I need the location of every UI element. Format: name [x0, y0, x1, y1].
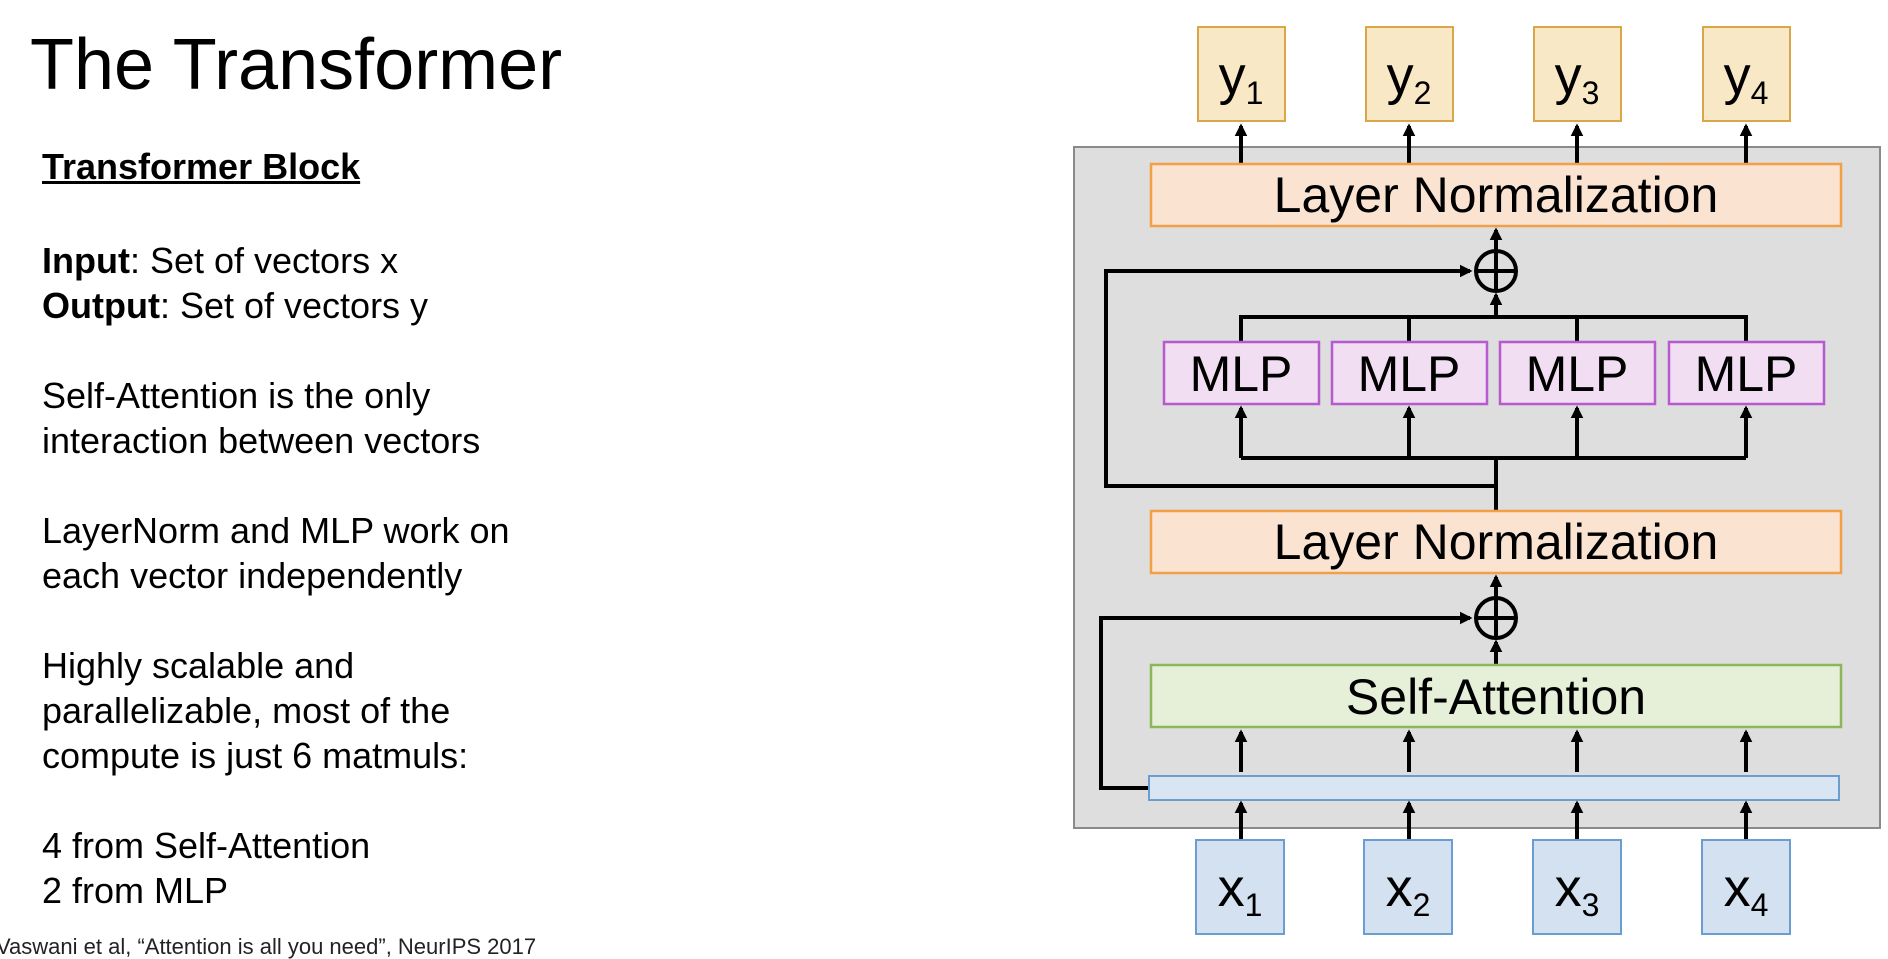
- input-x1-sub: 1: [1245, 887, 1263, 923]
- output-y2-base: y: [1387, 46, 1414, 106]
- para-scalable-line-3: compute is just 6 matmuls:: [42, 735, 469, 776]
- input-x4-box: x4: [1701, 839, 1791, 935]
- para-matmuls-line-1: 4 from Self-Attention: [42, 825, 371, 866]
- input-line: Input: Set of vectors x: [42, 238, 398, 283]
- input-x1-box: x1: [1195, 839, 1285, 935]
- mlp-box-3: [1498, 340, 1657, 406]
- output-y1-box: y1: [1197, 26, 1286, 122]
- input-x3-box: x3: [1532, 839, 1622, 935]
- self-attention-label: Self-Attention: [1346, 669, 1646, 725]
- output-y3-box: y3: [1533, 26, 1622, 122]
- input-x4-base: x: [1724, 858, 1751, 918]
- svg-text:x3: x3: [1555, 858, 1600, 923]
- output-y3-base: y: [1555, 46, 1582, 106]
- mlp-output-bus: [1239, 315, 1748, 342]
- svg-text:x4: x4: [1724, 858, 1769, 923]
- output-y2-box: y2: [1365, 26, 1454, 122]
- page-title: The Transformer: [30, 25, 563, 105]
- para-self-attention-line-1: Self-Attention is the only: [42, 375, 431, 416]
- output-y1-base: y: [1219, 46, 1246, 106]
- para-matmuls-line-2: 2 from MLP: [42, 870, 229, 911]
- layer-norm-bottom-box: [1149, 509, 1843, 575]
- output-y4-box: y4: [1702, 26, 1791, 122]
- input-text: : Set of vectors x: [129, 240, 399, 281]
- para-scalable-line-1: Highly scalable and: [42, 645, 355, 686]
- mlp-box-1: [1162, 340, 1321, 406]
- output-y3-sub: 3: [1582, 75, 1600, 111]
- mlp-label-1: MLP: [1190, 346, 1293, 402]
- svg-text:y4: y4: [1724, 46, 1769, 111]
- mlp-box-2: [1330, 340, 1489, 406]
- input-x3-sub: 3: [1582, 887, 1600, 923]
- layer-norm-bottom-label: Layer Normalization: [1274, 514, 1719, 570]
- output-text: : Set of vectors y: [159, 285, 429, 326]
- input-x2-box: x2: [1363, 839, 1453, 935]
- input-x1-base: x: [1218, 858, 1245, 918]
- mlp-box-4: [1667, 340, 1826, 406]
- output-label: Output: [42, 285, 160, 326]
- output-y4-sub: 4: [1751, 75, 1769, 111]
- para-layernorm-line-1: LayerNorm and MLP work on: [42, 510, 510, 551]
- mlp-label-3: MLP: [1526, 346, 1629, 402]
- svg-text:y2: y2: [1387, 46, 1432, 111]
- para-scalable-line-2: parallelizable, most of the: [42, 690, 451, 731]
- input-x2-sub: 2: [1413, 887, 1431, 923]
- input-vectors-strip: [1148, 775, 1840, 801]
- input-label: Input: [42, 240, 130, 281]
- svg-text:y1: y1: [1219, 46, 1264, 111]
- svg-text:y3: y3: [1555, 46, 1600, 111]
- mlp-label-4: MLP: [1695, 346, 1798, 402]
- layer-norm-top-box: [1149, 162, 1843, 228]
- self-attention-box: [1149, 663, 1843, 729]
- svg-text:x2: x2: [1386, 858, 1431, 923]
- input-x2-base: x: [1386, 858, 1413, 918]
- input-x4-sub: 4: [1751, 887, 1769, 923]
- mlp-label-2: MLP: [1358, 346, 1461, 402]
- section-heading: Transformer Block: [42, 146, 361, 187]
- skip-connection-top: [1104, 264, 1496, 488]
- para-layernorm-line-2: each vector independently: [42, 555, 463, 596]
- output-y2-sub: 2: [1414, 75, 1432, 111]
- input-x3-base: x: [1555, 858, 1582, 918]
- skip-connection-bottom: [1099, 611, 1473, 790]
- output-line: Output: Set of vectors y: [42, 283, 428, 328]
- output-y1-sub: 1: [1246, 75, 1264, 111]
- svg-text:x1: x1: [1218, 858, 1263, 923]
- layer-norm-top-label: Layer Normalization: [1274, 167, 1719, 223]
- output-y4-base: y: [1724, 46, 1751, 106]
- para-self-attention-line-2: interaction between vectors: [42, 420, 481, 461]
